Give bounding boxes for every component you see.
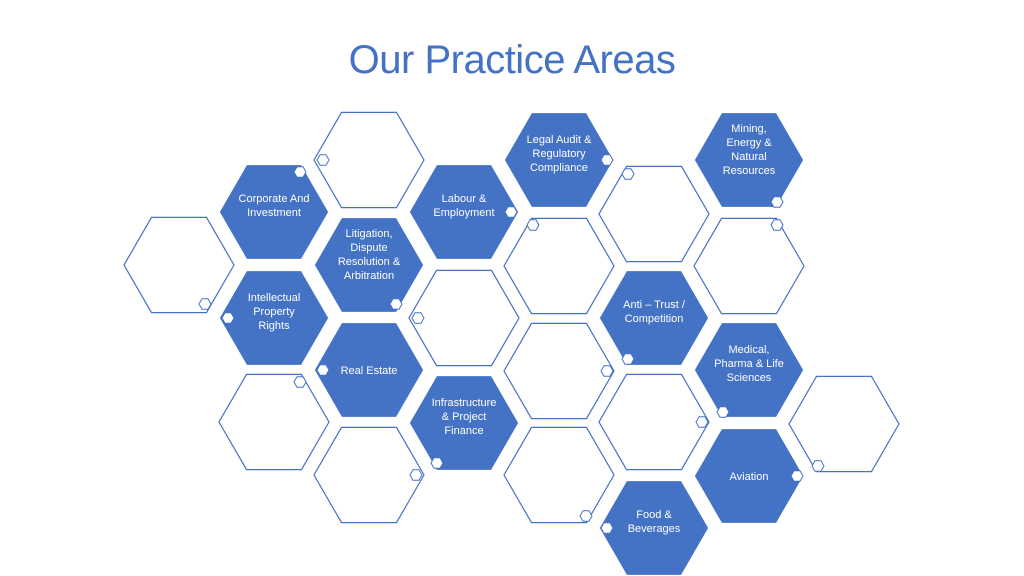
practice-area-label: Corporate And [239, 193, 310, 205]
small-hexagon-icon [770, 196, 784, 208]
outline-hexagon [123, 216, 235, 314]
filled-hexagon [408, 163, 520, 261]
outline-hexagon [598, 165, 710, 263]
practice-area-label: Resources [723, 165, 776, 177]
small-hexagon-icon [600, 365, 614, 377]
small-hexagon-icon [221, 312, 235, 324]
practice-area-label: Litigation, [345, 228, 392, 240]
outline-hexagon [408, 269, 520, 367]
small-hexagon-icon [389, 298, 403, 310]
practice-area-label: Regulatory [532, 148, 586, 160]
filled-hexagon [693, 321, 805, 419]
small-hexagon-icon [504, 206, 518, 218]
practice-area-anti-trust: Anti – Trust / Competition [598, 269, 710, 367]
page-title: Our Practice Areas [348, 38, 676, 82]
practice-area-label: Pharma & Life [714, 358, 784, 370]
practice-area-label: Compliance [530, 162, 588, 174]
small-hexagon-icon [790, 470, 804, 482]
practice-area-label: Rights [258, 320, 290, 332]
practice-area-label: Energy & [726, 137, 772, 149]
practice-area-label: Beverages [628, 523, 681, 535]
practice-area-label: Anti – Trust / [623, 299, 686, 311]
filled-hexagon [218, 269, 330, 367]
practice-area-label: Infrastructure [432, 397, 497, 409]
outline-hexagon [503, 217, 615, 315]
small-hexagon-icon [293, 166, 307, 178]
practice-area-label: Real Estate [341, 365, 398, 377]
practice-area-label: Mining, [731, 123, 766, 135]
small-hexagon-icon [293, 376, 307, 388]
practice-area-real-estate: Real Estate [313, 321, 425, 419]
small-hexagon-icon [409, 469, 423, 481]
small-hexagon-icon [600, 522, 614, 534]
small-hexagon-icon [621, 353, 635, 365]
outline-hexagon [503, 426, 615, 524]
small-hexagon-icon [579, 510, 593, 522]
outline-hexagon [313, 111, 425, 209]
small-hexagon-icon [716, 406, 730, 418]
small-hexagon-icon [811, 460, 825, 472]
practice-area-label: Investment [247, 207, 301, 219]
small-hexagon-icon [770, 219, 784, 231]
filled-hexagon [408, 374, 520, 472]
practice-area-label: Employment [433, 207, 494, 219]
practice-area-label: Aviation [730, 471, 769, 483]
practice-area-label: Legal Audit & [527, 134, 592, 146]
practice-area-label: Competition [625, 313, 684, 325]
small-hexagon-icon [316, 154, 330, 166]
small-hexagon-icon [198, 298, 212, 310]
small-hexagon-icon [411, 312, 425, 324]
outline-hexagon [598, 373, 710, 471]
practice-area-label: Food & [636, 509, 672, 521]
small-hexagon-icon [600, 154, 614, 166]
small-hexagon-icon [695, 416, 709, 428]
filled-hexagon [313, 321, 425, 419]
filled-hexagon [693, 427, 805, 525]
filled-hexagon [313, 216, 425, 314]
practice-area-label: Natural [731, 151, 766, 163]
outline-hexagon [788, 375, 900, 473]
outline-hexagon [313, 426, 425, 524]
small-hexagon-icon [316, 364, 330, 376]
filled-hexagon [503, 111, 615, 209]
outline-hexagon [218, 373, 330, 471]
practice-area-label: & Project [442, 411, 487, 423]
outline-hexagon [503, 322, 615, 420]
filled-hexagon [598, 269, 710, 367]
small-hexagon-icon [430, 457, 444, 469]
practice-area-label: Medical, [729, 344, 770, 356]
practice-area-food-beverages: Food & Beverages [598, 479, 710, 576]
practice-area-label: Labour & [442, 193, 487, 205]
practice-area-label: Resolution & [338, 256, 401, 268]
outline-hexagon [693, 217, 805, 315]
practice-area-label: Sciences [727, 372, 772, 384]
practice-area-label: Dispute [350, 242, 387, 254]
practice-area-label: Arbitration [344, 270, 394, 282]
small-hexagon-icon [526, 219, 540, 231]
small-hexagon-icon [621, 168, 635, 180]
practice-area-label: Property [253, 306, 295, 318]
filled-hexagon [218, 163, 330, 261]
practice-area-label: Finance [444, 425, 483, 437]
practice-area-labour-employment: Labour & Employment [408, 163, 520, 261]
practice-area-label: Intellectual [248, 292, 301, 304]
practice-area-aviation: Aviation [693, 427, 805, 525]
